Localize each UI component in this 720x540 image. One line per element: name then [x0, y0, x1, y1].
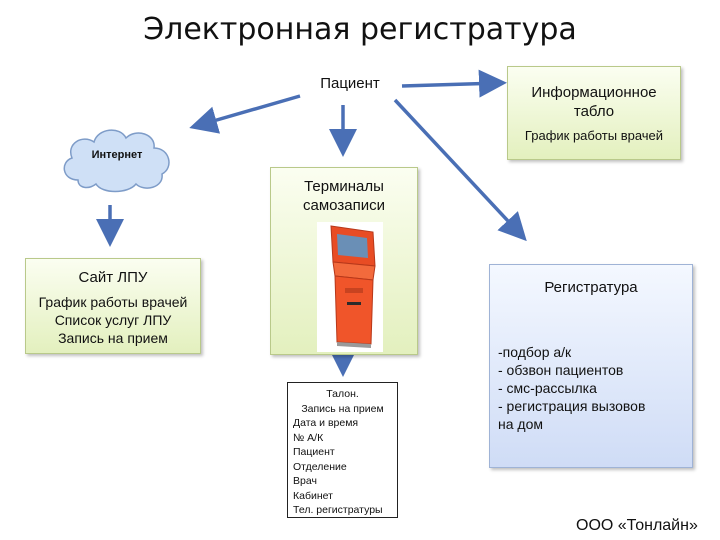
registry-box: Регистратура -подбор а/к - обзвон пациен…: [489, 264, 693, 468]
cloud-icon: [63, 129, 170, 193]
company-name: ООО «Тонлайн»: [576, 517, 698, 534]
registry-title: Регистратура: [544, 279, 638, 296]
info-board-title-line1: Информационное: [531, 84, 657, 101]
registry-list: -подбор а/к - обзвон пациентов - смс-рас…: [498, 343, 645, 433]
ticket-title: Талон.: [326, 388, 359, 400]
site-line: Запись на прием: [58, 330, 168, 346]
registry-line: - обзвон пациентов: [498, 362, 624, 378]
ticket-box: Талон. Запись на прием Дата и время № А/…: [287, 382, 398, 518]
internet-label: Интернет: [91, 149, 143, 161]
registry-line: - смс-рассылка: [498, 380, 597, 396]
ticket-line: № А/К: [293, 431, 324, 444]
internet-cloud: Интернет: [58, 120, 176, 194]
ticket-line: Кабинет: [293, 489, 333, 502]
registry-line: - регистрация вызовов: [498, 398, 646, 414]
ticket-line: Запись на прием: [301, 402, 384, 415]
ticket-line: Отделение: [293, 460, 347, 473]
terminals-box: Терминалы самозаписи: [270, 167, 418, 355]
kiosk-icon: [317, 222, 383, 352]
patient-label: Пациент: [320, 75, 380, 92]
info-board-box: Информационное табло График работы враче…: [507, 66, 681, 160]
site-title: Сайт ЛПУ: [78, 269, 148, 286]
registry-line: -подбор а/к: [498, 344, 572, 360]
ticket-line: Врач: [293, 475, 317, 487]
ticket-line: Пациент: [293, 446, 335, 458]
info-board-title-line2: табло: [573, 103, 615, 120]
info-board-subtitle: График работы врачей: [524, 128, 664, 143]
registry-line: на дом: [498, 416, 543, 432]
ticket-line: Тел. регистратуры: [293, 504, 383, 516]
page-title: Электронная регистратура: [143, 12, 577, 47]
site-line: График работы врачей: [38, 294, 188, 310]
arrow-patient-to-internet: [189, 94, 301, 134]
arrow-patient-to-registry: [393, 98, 527, 242]
terminals-title-line1: Терминалы: [304, 178, 384, 195]
site-box: Сайт ЛПУ График работы врачей Список усл…: [25, 258, 201, 354]
site-line: Список услуг ЛПУ: [54, 312, 172, 328]
arrow-patient-to-infoboard: [401, 69, 507, 98]
terminals-title-line2: самозаписи: [303, 197, 385, 214]
ticket-line: Дата и время: [293, 417, 359, 429]
